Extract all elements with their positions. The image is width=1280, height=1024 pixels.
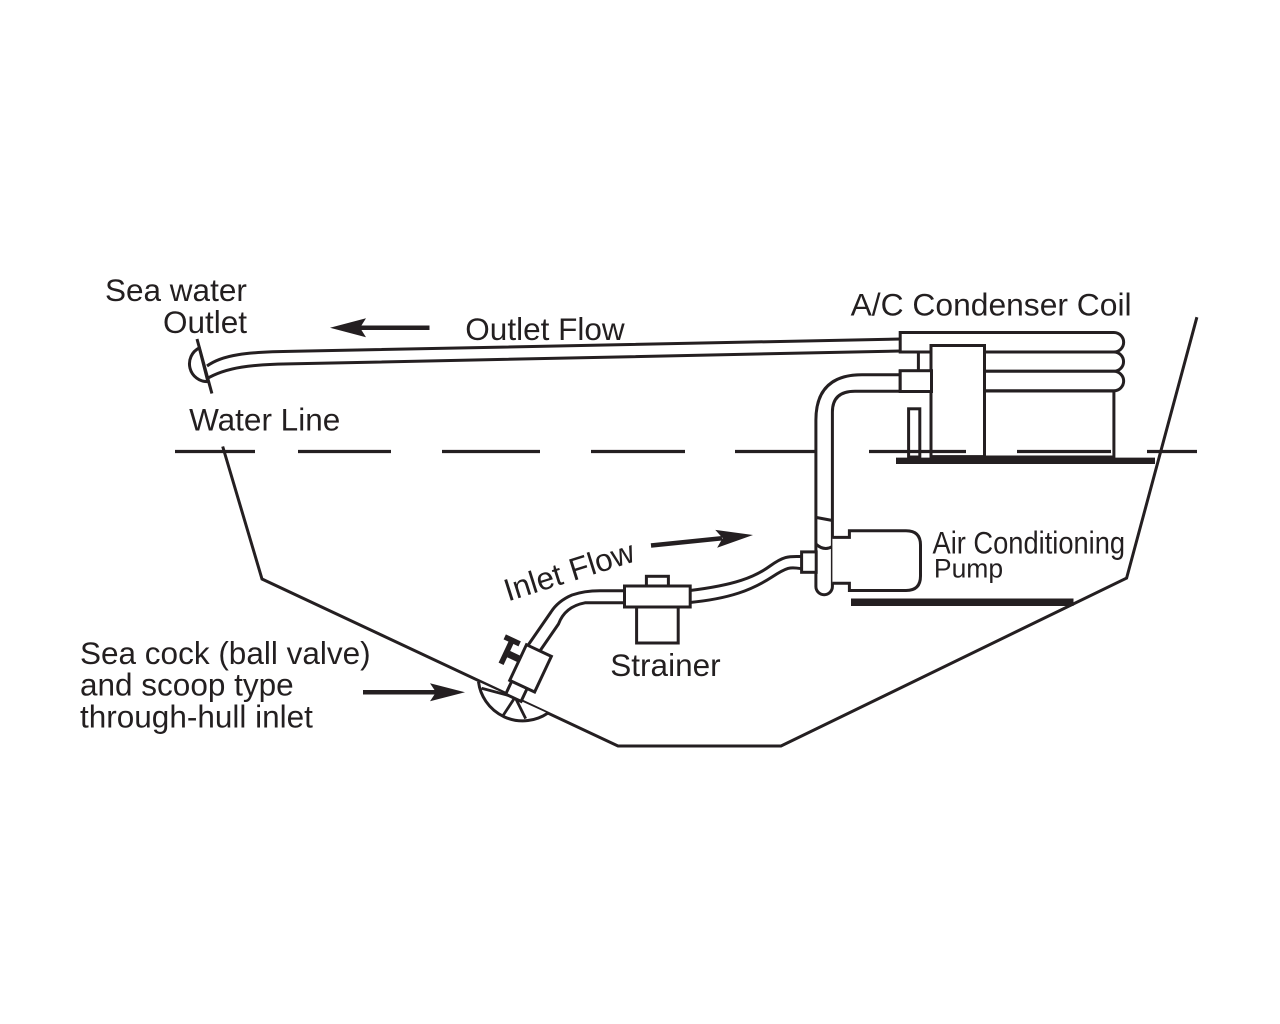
svg-text:Sea water: Sea water — [105, 272, 247, 308]
svg-text:Air Conditioning: Air Conditioning — [933, 524, 1126, 560]
svg-text:Sea cock (ball valve): Sea cock (ball valve) — [80, 635, 371, 671]
svg-text:Water Line: Water Line — [189, 402, 340, 438]
svg-text:and scoop type: and scoop type — [80, 667, 294, 703]
svg-text:through-hull inlet: through-hull inlet — [80, 699, 313, 735]
svg-text:Outlet Flow: Outlet Flow — [465, 311, 625, 347]
svg-text:Outlet: Outlet — [163, 304, 247, 340]
svg-text:Pump: Pump — [934, 554, 1003, 584]
svg-text:Strainer: Strainer — [610, 647, 720, 683]
svg-text:A/C Condenser Coil: A/C Condenser Coil — [851, 287, 1132, 323]
